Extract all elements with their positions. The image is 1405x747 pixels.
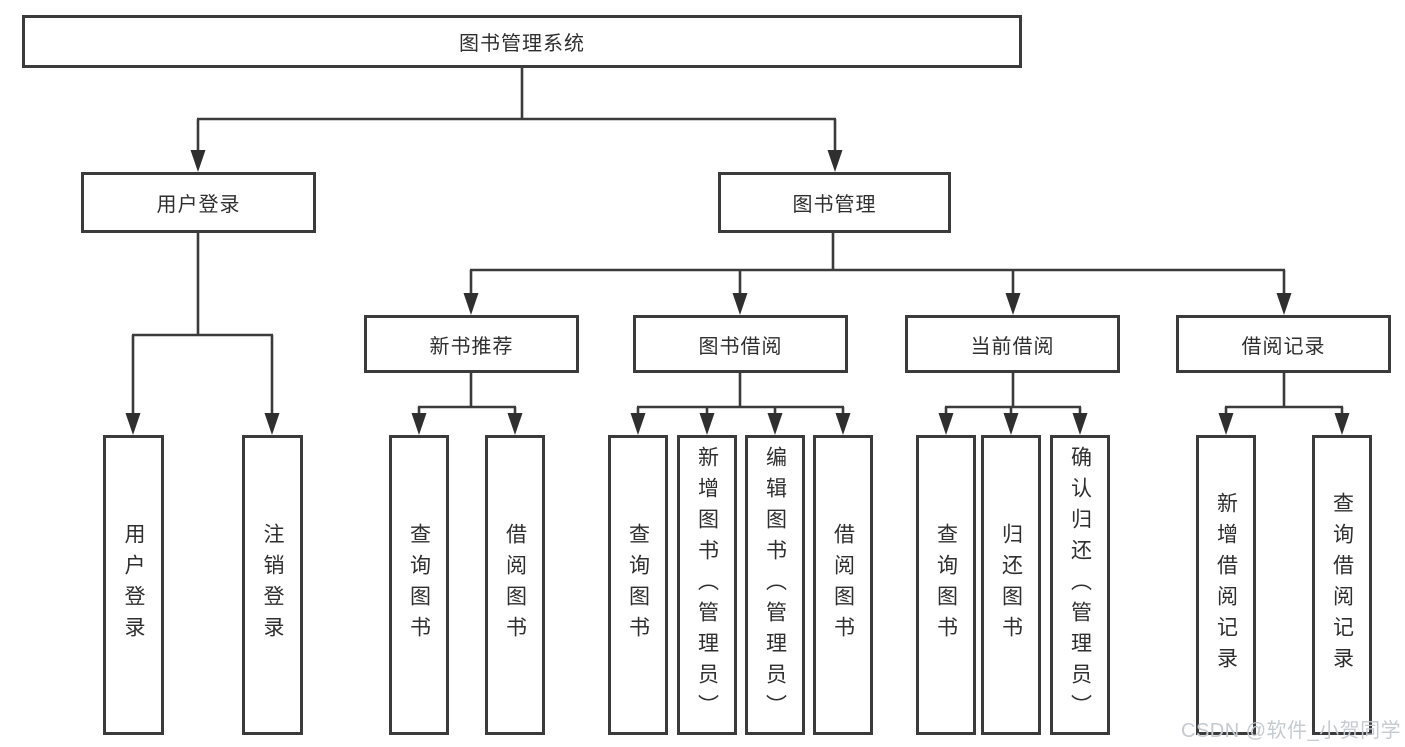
- leaf-query-books-recommend: 查询图书: [389, 435, 449, 735]
- watermark: CSDN @软件_小贺同学: [1181, 720, 1402, 742]
- leaf-confirm-return-admin: 确认归还（管理员）: [1050, 435, 1110, 735]
- leaf-query-books-current: 查询图书: [916, 435, 976, 735]
- leaf-edit-books-admin: 编辑图书（管理员）: [745, 435, 805, 735]
- node-new-book-recommend: 新书推荐: [364, 315, 579, 373]
- leaf-borrow-books-recommend: 借阅图书: [485, 435, 545, 735]
- node-book-borrowing: 图书借阅: [633, 315, 848, 373]
- leaf-user-login: 用户登录: [103, 435, 164, 735]
- node-current-borrowing: 当前借阅: [905, 315, 1120, 373]
- leaf-borrow-books-borrowing: 借阅图书: [813, 435, 873, 735]
- leaf-add-borrow-record: 新增借阅记录: [1196, 435, 1256, 735]
- node-user-login: 用户登录: [81, 172, 316, 233]
- node-borrowing-records: 借阅记录: [1176, 315, 1391, 373]
- leaf-add-books-admin: 新增图书（管理员）: [677, 435, 737, 735]
- leaf-logout-login: 注销登录: [242, 435, 303, 735]
- node-root: 图书管理系统: [22, 15, 1022, 68]
- leaf-query-books-borrowing: 查询图书: [608, 435, 668, 735]
- node-book-management: 图书管理: [718, 172, 951, 233]
- leaf-return-books: 归还图书: [981, 435, 1041, 735]
- leaf-query-borrow-record: 查询借阅记录: [1312, 435, 1372, 735]
